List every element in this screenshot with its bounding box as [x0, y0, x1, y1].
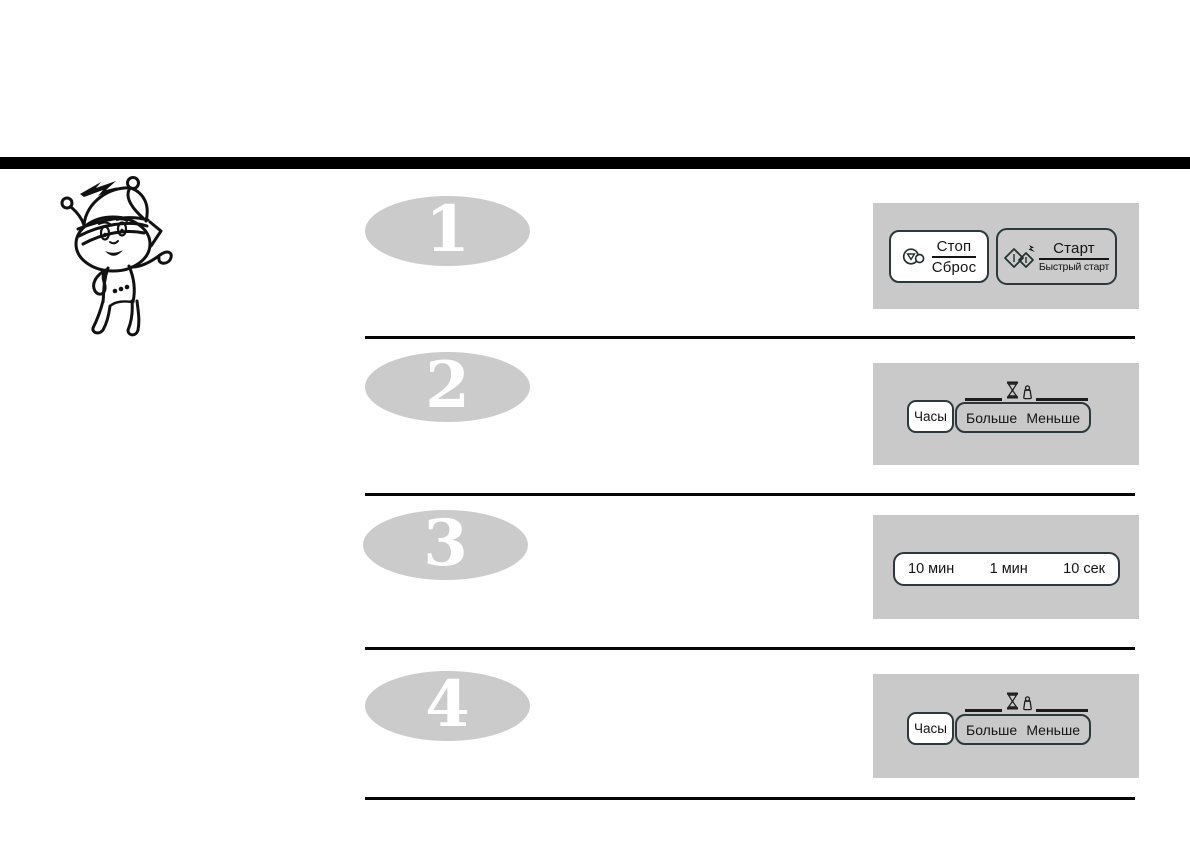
one-min-label: 1 мин [989, 561, 1028, 577]
robot-mascot-icon [58, 170, 198, 340]
clock-button: Часы [907, 400, 954, 433]
hourglass-icon [1006, 381, 1019, 399]
step-number-oval: 2 [365, 352, 530, 422]
ten-min-label: 10 мин [908, 561, 955, 577]
less-label: Меньше [1026, 409, 1080, 426]
more-less-button: Больше Меньше [955, 402, 1091, 433]
weight-icon [1022, 385, 1033, 400]
quick-start-icon [1004, 244, 1036, 269]
less-label: Меньше [1026, 721, 1080, 738]
control-panel-illustration: Часы Больше Меньше [873, 363, 1139, 465]
section-divider [365, 493, 1135, 496]
label-line-right [1036, 709, 1088, 712]
start-quick-start-label: Старт Быстрый старт [1038, 240, 1110, 273]
section-divider [365, 336, 1135, 339]
section-divider [365, 797, 1135, 800]
step-number: 2 [425, 348, 470, 423]
weight-icon [1022, 696, 1033, 711]
control-panel-illustration: 10 мин 1 мин 10 сек [873, 515, 1139, 619]
control-panel-illustration: Стоп Сброс Старт [873, 203, 1139, 309]
more-label: Больше [966, 721, 1018, 738]
step-number: 3 [423, 506, 468, 581]
step-number: 1 [425, 192, 470, 267]
label-line-left [965, 398, 1002, 401]
label-line-left [965, 709, 1002, 712]
more-less-button: Больше Меньше [955, 714, 1091, 745]
hourglass-icon [1006, 692, 1019, 710]
ten-sec-label: 10 сек [1063, 561, 1105, 577]
step-number-oval: 4 [365, 671, 530, 741]
label-line-right [1036, 398, 1088, 401]
time-set-button: 10 мин 1 мин 10 сек [893, 552, 1120, 586]
stop-icon [902, 247, 928, 266]
control-panel-illustration: Часы Больше Меньше [873, 674, 1139, 778]
section-divider [365, 647, 1135, 650]
step-number-oval: 3 [363, 510, 528, 580]
step-number-oval: 1 [365, 196, 530, 266]
more-label: Больше [966, 409, 1018, 426]
stop-reset-label: Стоп Сброс [931, 237, 977, 276]
top-rule [0, 157, 1190, 169]
step-number: 4 [425, 667, 470, 742]
clock-button: Часы [907, 712, 954, 745]
start-quick-start-button: Старт Быстрый старт [996, 228, 1117, 285]
stop-reset-button: Стоп Сброс [889, 230, 989, 283]
